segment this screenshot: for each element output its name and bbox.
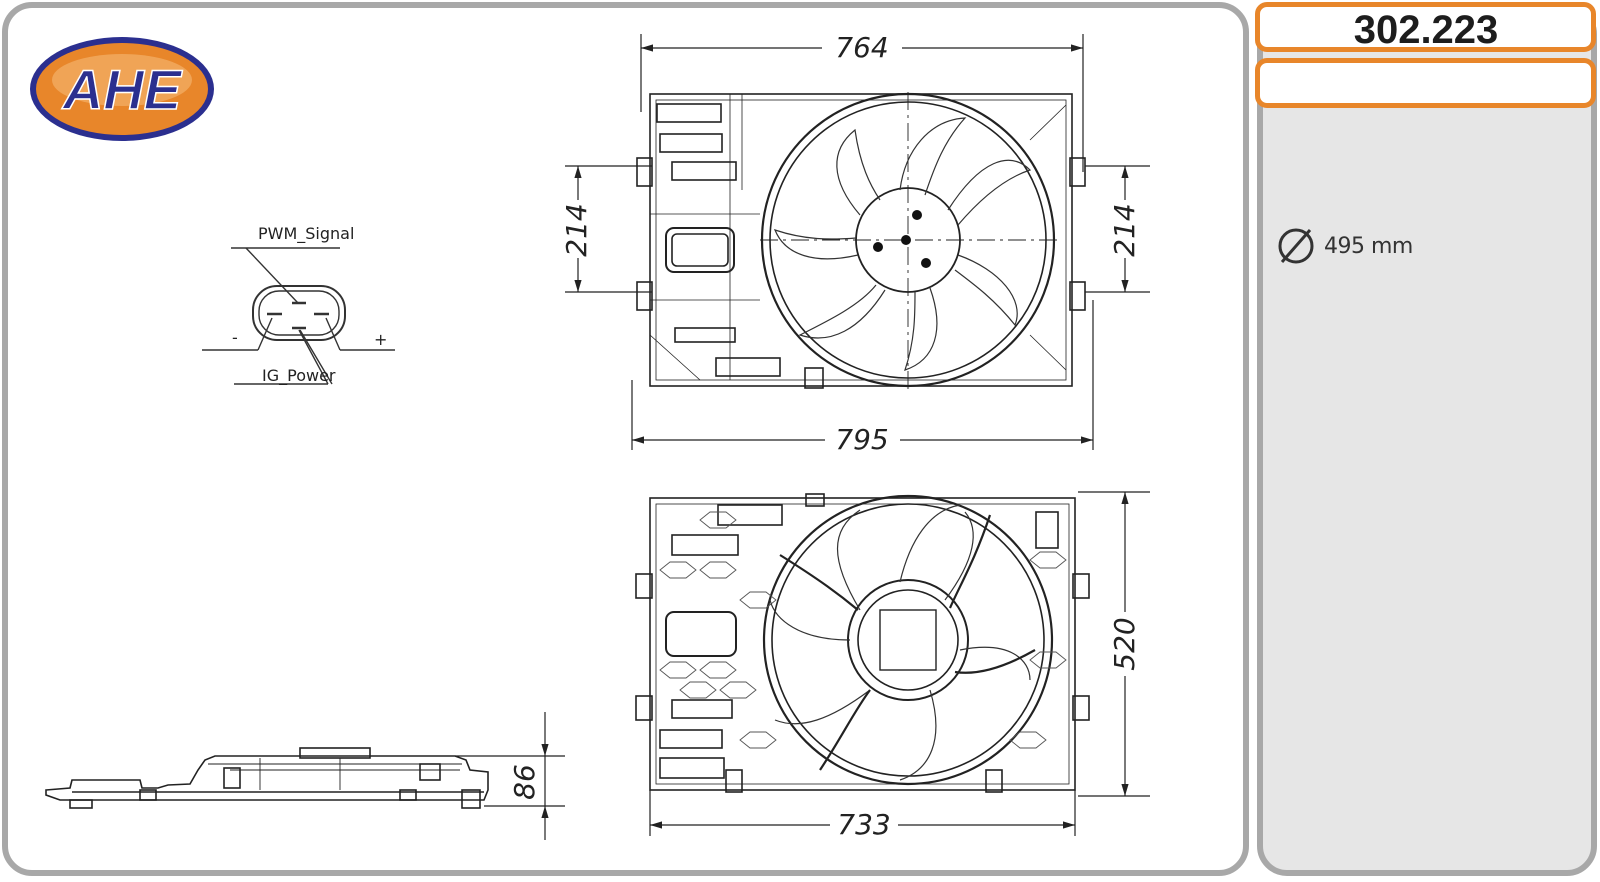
rear-view — [635, 493, 1090, 793]
part-number-box — [1255, 2, 1596, 52]
dim-bottom-width: 795 — [835, 423, 888, 456]
plus-label: + — [374, 330, 387, 349]
rear-struts — [779, 514, 1036, 771]
ahe-logo: AHE — [30, 37, 214, 141]
drawing-frame — [2, 2, 1249, 876]
logo-text: AHE — [61, 58, 183, 121]
dim-side-depth: 86 — [508, 764, 541, 800]
front-dimensions — [565, 34, 1150, 450]
front-hub-bolts — [873, 210, 931, 268]
ig-label: IG_Power — [262, 366, 336, 386]
diameter-spec: 495 mm — [1276, 226, 1413, 266]
side-dimensions — [455, 712, 565, 840]
dim-right-height: 214 — [1108, 203, 1141, 256]
connector-icon — [202, 247, 395, 385]
technical-drawing: AHE PWM_Signal IG_Power - + — [30, 31, 1150, 841]
diameter-value: 495 mm — [1324, 233, 1413, 259]
rear-dimensions — [649, 491, 1150, 836]
diameter-icon — [1278, 228, 1314, 264]
side-view — [45, 747, 489, 809]
info-panel — [1257, 4, 1597, 876]
front-fan-blades — [773, 117, 1032, 371]
pwm-label: PWM_Signal — [258, 224, 354, 244]
dim-top-width: 764 — [835, 31, 888, 64]
secondary-number-box — [1255, 58, 1596, 108]
part-number: 302.223 — [1353, 8, 1499, 52]
dim-left-height: 214 — [560, 203, 593, 256]
dim-rear-height: 520 — [1108, 617, 1141, 670]
minus-label: - — [232, 328, 238, 347]
rear-fan-blades — [769, 504, 1031, 781]
rear-honeycomb — [659, 511, 1067, 749]
front-view — [636, 92, 1086, 390]
dim-rear-width: 733 — [837, 808, 890, 841]
